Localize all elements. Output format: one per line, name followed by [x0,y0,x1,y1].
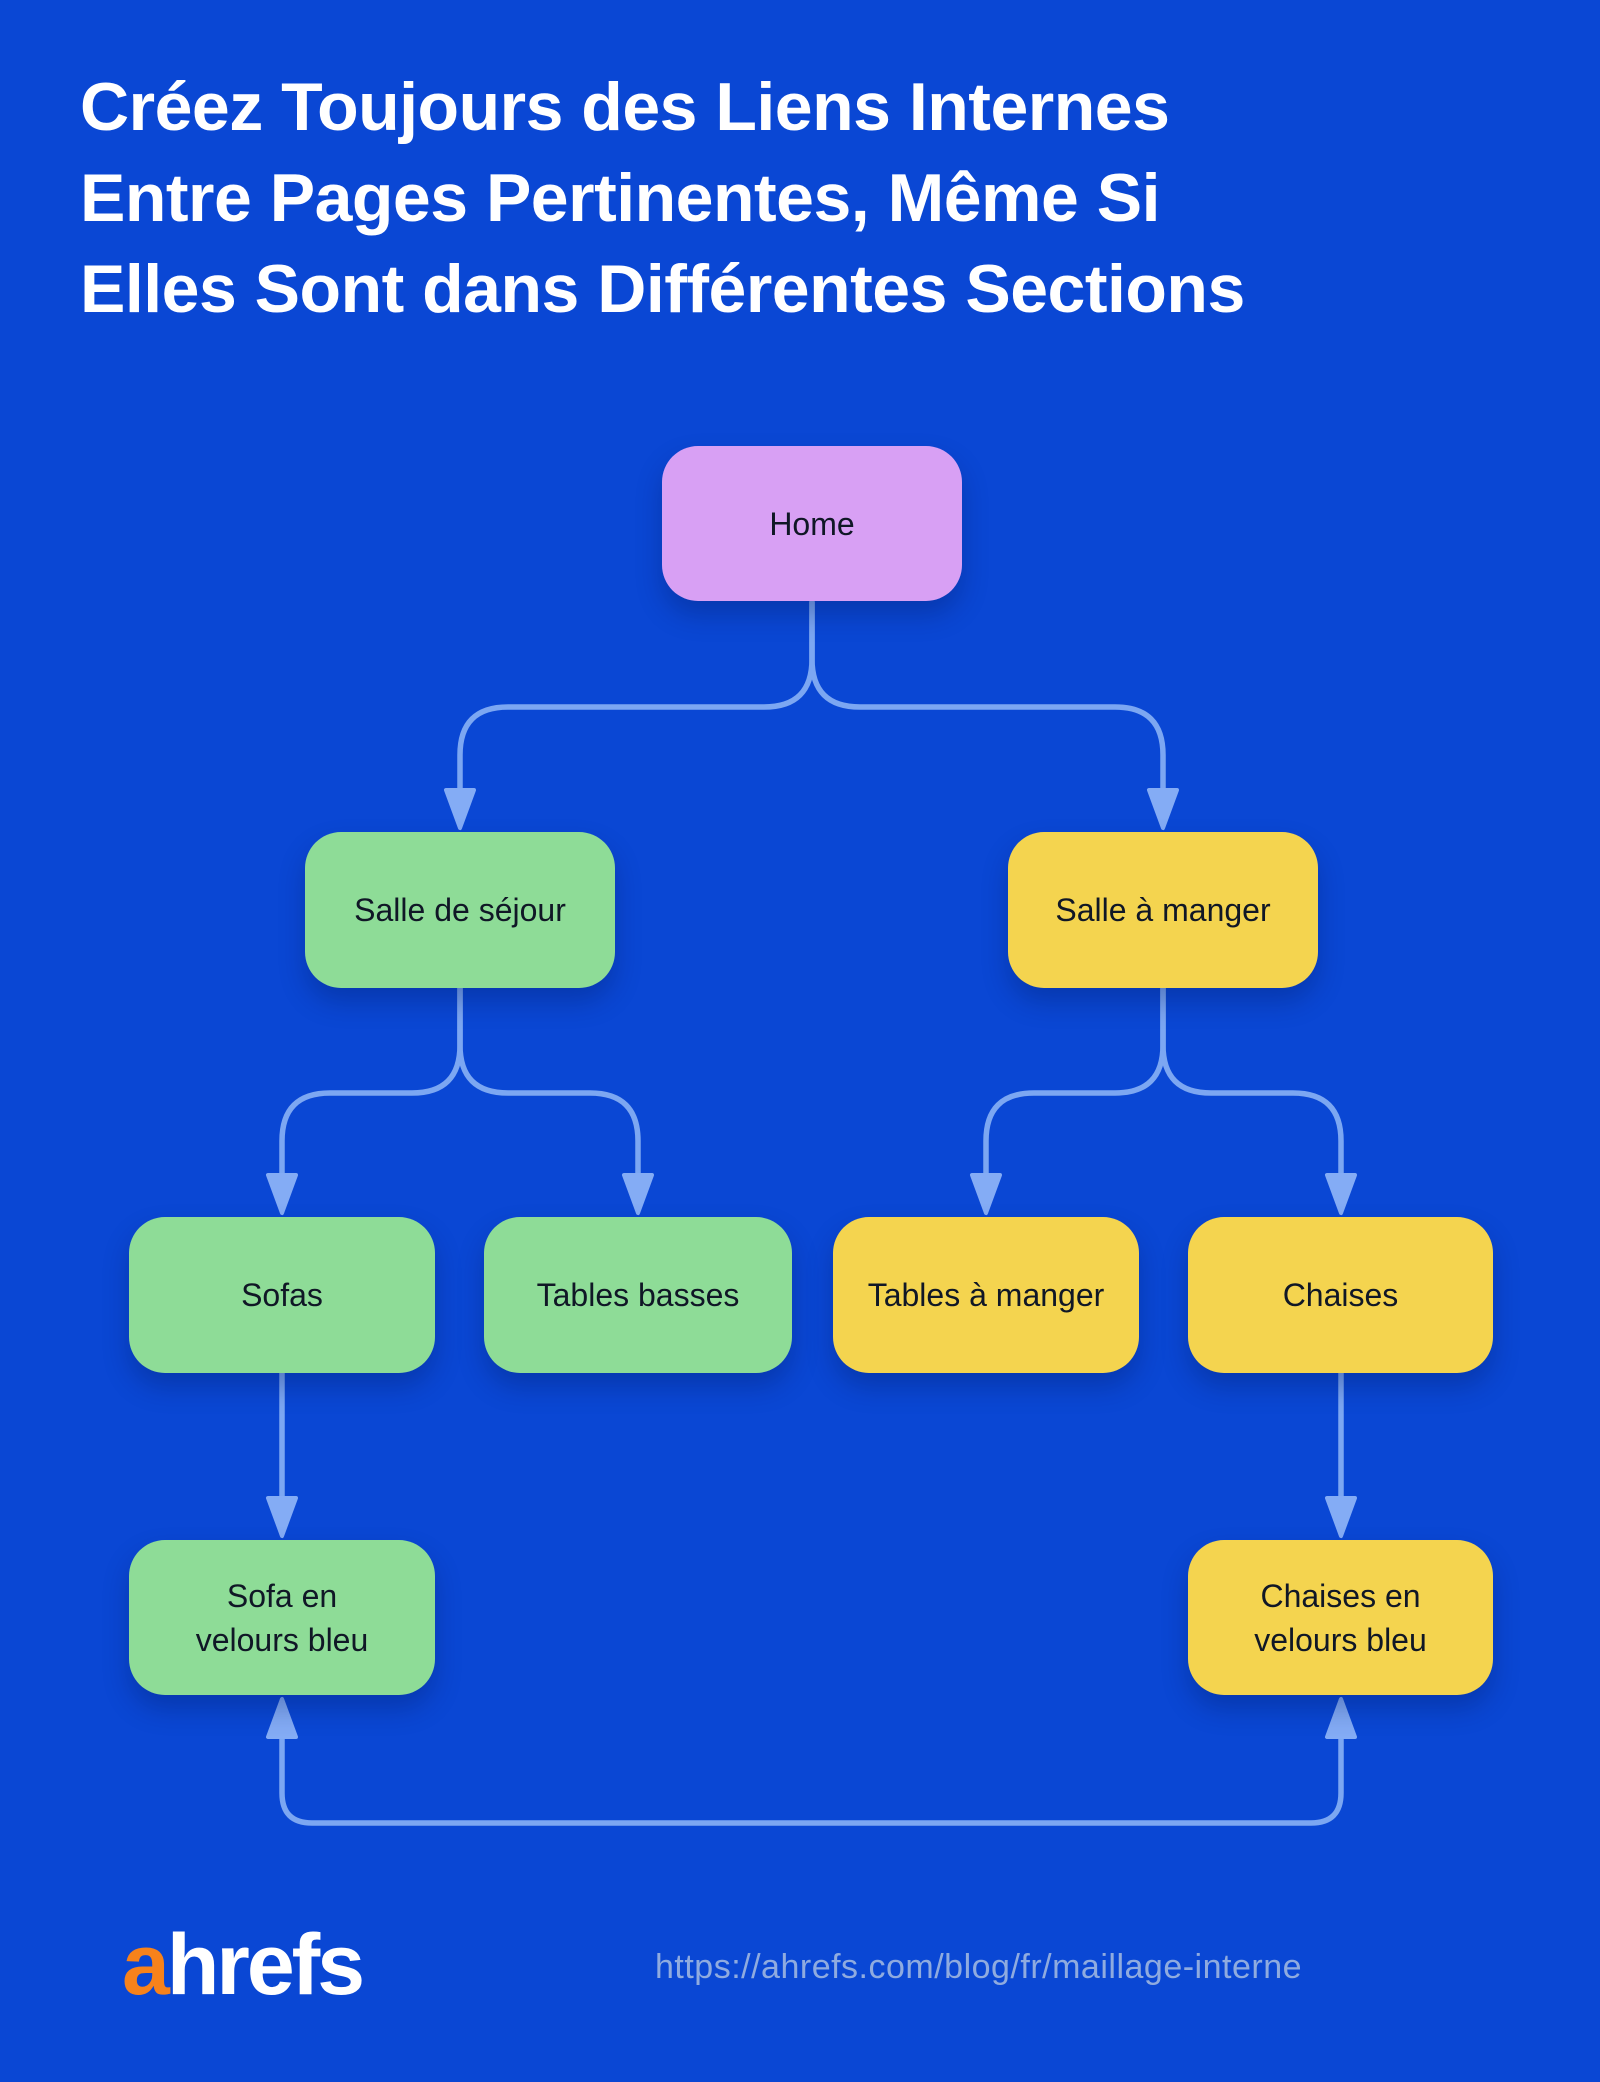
node-label: Tables basses [536,1277,740,1313]
node-label: Tables à manger [867,1277,1105,1313]
title-line-1: Créez Toujours des Liens Internes [80,69,1170,145]
arrow-down-icon [1147,788,1179,830]
node-home: Home [662,446,962,601]
node-chaises: Chaises [1188,1217,1493,1373]
arrow-down-icon [622,1173,654,1215]
connector-sejour-tables-basses [457,985,654,1215]
page-title: Créez Toujours des Liens Internes Entre … [80,62,1560,335]
arrow-up-icon [1325,1697,1357,1739]
node-label: Sofas [241,1277,323,1313]
arrow-down-icon [444,788,476,830]
connector-manger-tables-manger [970,985,1166,1215]
node-label: Chaises [1282,1277,1399,1313]
title-line-2: Entre Pages Pertinentes, Même Si [80,160,1160,236]
node-label: Chaises en [1260,1577,1421,1614]
source-url: https://ahrefs.com/blog/fr/maillage-inte… [655,1948,1303,1986]
arrow-up-icon [266,1697,298,1739]
node-sofa-en-velours-bleu: Sofa en velours bleu [129,1540,435,1695]
node-label-line2: velours bleu [195,1621,369,1658]
node-label: Sofa en [226,1577,338,1614]
node-label-line2: velours bleu [1254,1621,1427,1658]
connector-chaises-chaises-velours [1325,1370,1357,1538]
ahrefs-logo: ahrefs [122,1916,365,2015]
arrow-down-icon [970,1173,1002,1215]
title-line-3: Elles Sont dans Différentes Sections [80,251,1245,327]
node-salle-de-sejour: Salle de séjour [305,832,615,988]
arrow-down-icon [1325,1173,1357,1215]
connector-sofas-sofa-velours [266,1370,298,1538]
arrow-down-icon [266,1496,298,1538]
arrow-down-icon [266,1173,298,1215]
connector-manger-chaises [1160,985,1357,1215]
ahrefs-logo-a: a [122,1917,170,2013]
node-tables-basses: Tables basses [484,1217,792,1373]
arrow-down-icon [1325,1496,1357,1538]
connector-home-sejour [444,599,815,830]
connector-sejour-sofas [266,985,463,1215]
node-label: Salle de séjour [354,892,566,928]
node-chaises-en-velours-bleu: Chaises en velours bleu [1188,1540,1493,1695]
node-label: Salle à manger [1055,892,1271,928]
connector-sofa-velours-chaises-velours [266,1697,1357,1826]
node-sofas: Sofas [129,1217,435,1373]
ahrefs-logo-rest: hrefs [166,1917,365,2013]
node-salle-a-manger: Salle à manger [1008,832,1318,988]
node-label: Home [769,505,855,542]
connector-home-manger [809,599,1179,830]
node-tables-a-manger: Tables à manger [833,1217,1139,1373]
